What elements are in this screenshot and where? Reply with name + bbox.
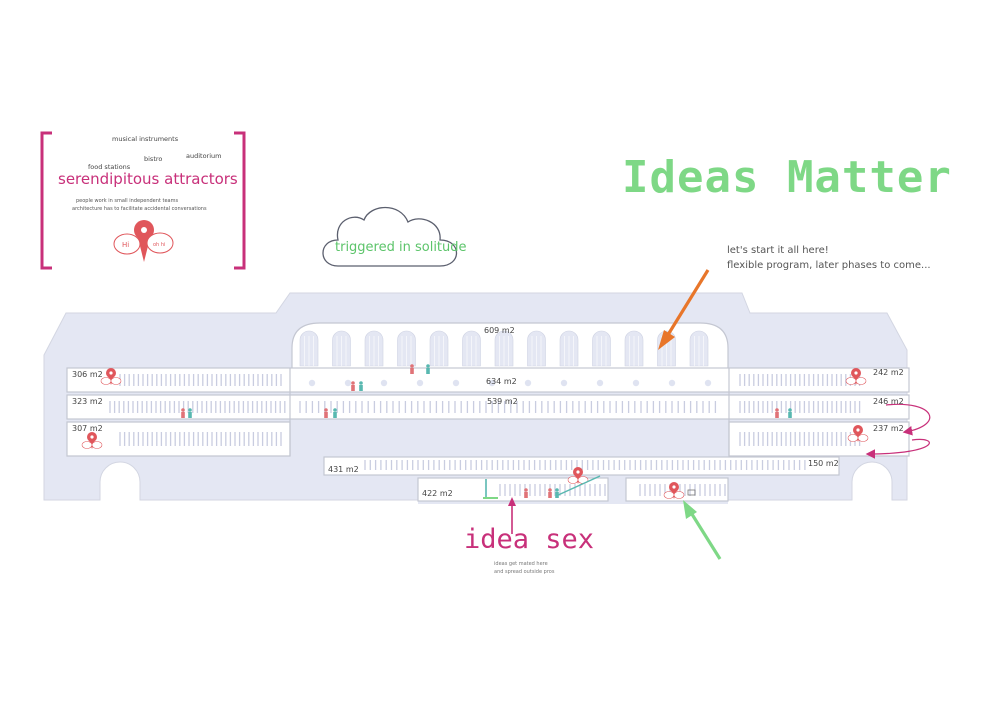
person-figure-icon [333, 408, 337, 418]
person-figure-icon [548, 488, 552, 498]
attractors-line-2: architecture has to facilitate accidenta… [72, 206, 207, 212]
word-auditorium: auditorium [186, 152, 222, 160]
atrium-window [299, 330, 319, 367]
atrium-window [689, 330, 709, 367]
floor-level-2 [66, 394, 910, 420]
idea-marker-icon [81, 432, 103, 449]
round-opening [488, 379, 496, 387]
idea-marker-icon [663, 482, 685, 499]
attractors-title: serendipitous attractors [58, 170, 238, 188]
window-rows [109, 374, 861, 496]
area-609: 609 m2 [484, 326, 515, 335]
idea-marker-icon [847, 425, 869, 442]
area-422: 422 m2 [422, 489, 453, 498]
attractors-line-1: people work in small independent teams [76, 198, 179, 204]
idea-sex-line-1: ideas get mated here [494, 561, 548, 567]
area-306: 306 m2 [72, 370, 103, 379]
page-title: Ideas Matter [622, 152, 952, 203]
person-figure-icon [555, 488, 559, 498]
person-figure-icon [788, 408, 792, 418]
round-opening [452, 379, 460, 387]
idea-sex-title: idea sex [464, 524, 595, 555]
people-figures [181, 364, 792, 498]
round-opening [524, 379, 532, 387]
atrium-window [364, 330, 384, 367]
round-opening [704, 379, 712, 387]
conversation-bubbles-icon [113, 220, 174, 262]
round-opening [380, 379, 388, 387]
atrium-window [397, 330, 416, 367]
left-bracket-icon [40, 131, 52, 270]
area-307: 307 m2 [72, 424, 103, 433]
round-opening [632, 379, 640, 387]
pink-curved-arrow-icon-2 [865, 438, 930, 459]
round-openings [308, 379, 712, 387]
green-arrow-icon [683, 500, 722, 560]
area-242: 242 m2 [873, 368, 904, 377]
round-opening [416, 379, 424, 387]
atrium-window [592, 330, 611, 367]
phase-note: let's start it all here! flexible progra… [727, 243, 931, 273]
atrium-window [527, 330, 546, 367]
round-opening [560, 379, 568, 387]
area-323: 323 m2 [72, 397, 103, 406]
round-opening [668, 379, 676, 387]
bubble-hi: Hi [122, 241, 129, 249]
idea-sex-caption: ideas get mated here and spread outside … [494, 560, 554, 576]
note-line-1: let's start it all here! [727, 245, 829, 256]
person-figure-icon [324, 408, 328, 418]
atrium-window [462, 330, 481, 367]
person-figure-icon [524, 488, 528, 498]
area-150: 150 m2 [808, 459, 839, 468]
idea-marker-icon [100, 368, 122, 385]
round-opening [308, 379, 316, 387]
area-246: 246 m2 [873, 397, 904, 406]
area-237: 237 m2 [873, 424, 904, 433]
atrium-window [429, 330, 449, 367]
area-431: 431 m2 [328, 465, 359, 474]
person-figure-icon [426, 364, 430, 374]
area-634: 634 m2 [486, 377, 517, 386]
word-food: food stations [88, 163, 131, 171]
person-figure-icon [188, 408, 192, 418]
atrium-window [332, 330, 351, 367]
person-figure-icon [359, 381, 363, 391]
orange-arrow-icon [658, 269, 710, 350]
cloud-label: triggered in solitude [335, 240, 467, 255]
bubble-oh-hi: oh hi [153, 242, 165, 248]
person-figure-icon [181, 408, 185, 418]
right-bracket-icon [234, 131, 246, 270]
atrium-window [494, 330, 514, 367]
idea-marker-icon [845, 368, 867, 385]
word-bistro: bistro [144, 155, 163, 163]
area-539: 539 m2 [487, 397, 518, 406]
round-opening [596, 379, 604, 387]
cloud-icon [322, 207, 457, 267]
person-figure-icon [410, 364, 414, 374]
stair-line [555, 475, 601, 497]
note-line-2: flexible program, later phases to come..… [727, 260, 931, 271]
pink-arrow-icon [508, 497, 516, 534]
round-opening [344, 379, 352, 387]
person-figure-icon [351, 381, 355, 391]
coffee-cup-icon [687, 489, 696, 496]
idea-markers [81, 368, 869, 499]
idea-sex-line-2: and spread outside pros [494, 569, 555, 575]
pink-curved-arrow-icon [885, 403, 931, 436]
atrium-window [559, 330, 579, 367]
person-figure-icon [775, 408, 779, 418]
word-musical: musical instruments [112, 135, 179, 143]
atrium-window [624, 330, 644, 367]
